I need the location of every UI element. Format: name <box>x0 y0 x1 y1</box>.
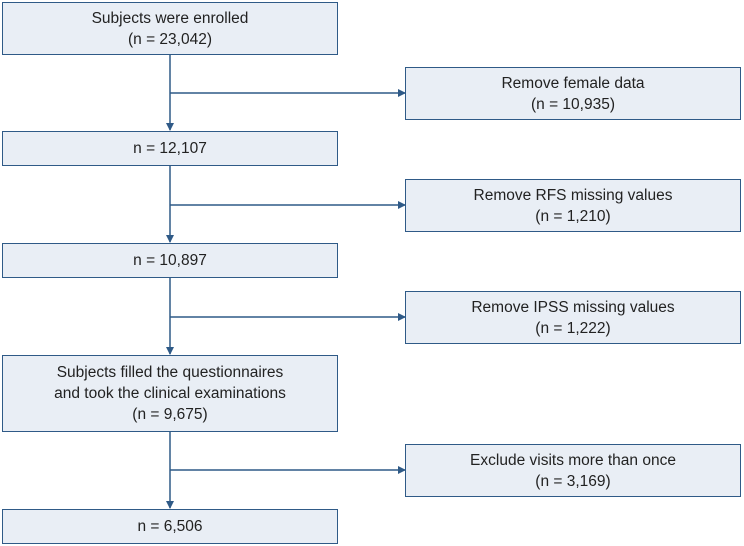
step-enrolled: Subjects were enrolled (n = 23,042) <box>2 2 338 55</box>
exclusion-ipss-missing: Remove IPSS missing values (n = 1,222) <box>405 291 741 344</box>
step-enrolled-title: Subjects were enrolled <box>91 9 249 27</box>
exclusion-rfs-missing-label: Remove RFS missing values <box>473 186 673 204</box>
step-questionnaires-line1: Subjects filled the questionnaires <box>56 364 284 381</box>
exclusion-repeat-visits-count: (n = 3,169) <box>535 472 611 490</box>
step-final-count: n = 6,506 <box>137 518 203 535</box>
step-questionnaires-count: (n = 9,675) <box>132 406 208 423</box>
step-after-female-removal-count: n = 12,107 <box>133 140 207 157</box>
exclusion-repeat-visits: Exclude visits more than once (n = 3,169… <box>405 444 741 497</box>
exclusion-female-count: (n = 10,935) <box>530 95 616 113</box>
exclusion-female-label: Remove female data <box>501 74 645 92</box>
step-after-rfs-removal-count: n = 10,897 <box>133 252 207 269</box>
exclusion-female: Remove female data (n = 10,935) <box>405 67 741 120</box>
exclusion-rfs-missing-count: (n = 1,210) <box>535 207 611 225</box>
step-questionnaires: Subjects filled the questionnaires and t… <box>2 355 338 432</box>
exclusion-ipss-missing-count: (n = 1,222) <box>535 319 611 337</box>
step-after-female-removal: n = 12,107 <box>2 131 338 166</box>
exclusion-ipss-missing-label: Remove IPSS missing values <box>471 298 675 316</box>
step-questionnaires-line2: and took the clinical examinations <box>54 385 286 402</box>
step-after-rfs-removal: n = 10,897 <box>2 243 338 278</box>
step-enrolled-count: (n = 23,042) <box>127 30 213 48</box>
exclusion-rfs-missing: Remove RFS missing values (n = 1,210) <box>405 179 741 232</box>
exclusion-repeat-visits-label: Exclude visits more than once <box>470 451 676 469</box>
step-final: n = 6,506 <box>2 509 338 544</box>
